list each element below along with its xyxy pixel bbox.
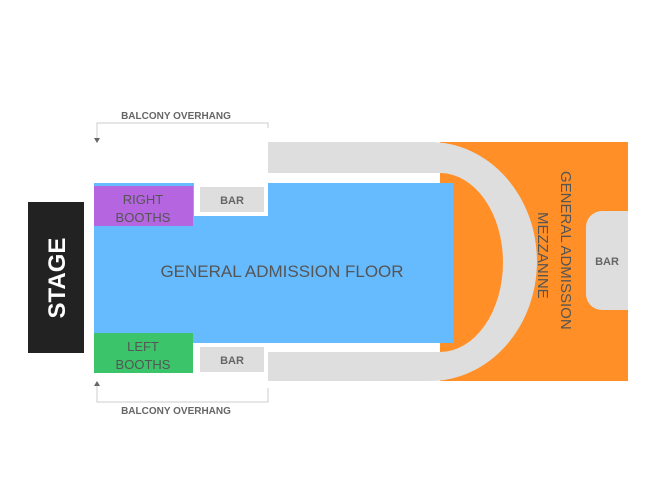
- left-booths-label-line2: BOOTHS: [116, 357, 171, 372]
- mezzanine-label-line1: GENERAL ADMISSION: [557, 171, 574, 330]
- left-booths-label-line1: LEFT: [127, 339, 159, 354]
- arrow-up-icon: [94, 381, 100, 386]
- right-booths-label-line1: RIGHT: [123, 192, 164, 207]
- mezzanine-label-line2: MEZZANINE: [534, 212, 551, 299]
- arrow-down-icon: [94, 138, 100, 143]
- section-left-booths[interactable]: LEFT BOOTHS: [94, 333, 193, 373]
- bar-top-label: BAR: [220, 195, 244, 207]
- bar-top[interactable]: BAR: [200, 187, 264, 212]
- balcony-overhang-bottom: BALCONY OVERHANG: [94, 381, 269, 417]
- walkway: [268, 142, 537, 381]
- section-right-booths[interactable]: RIGHT BOOTHS: [94, 186, 193, 226]
- stage-label: STAGE: [44, 238, 71, 319]
- bar-bottom-label: BAR: [220, 355, 244, 367]
- floor-label: GENERAL ADMISSION FLOOR: [160, 262, 403, 281]
- bar-mezzanine[interactable]: BAR: [586, 211, 628, 310]
- right-booths-label-line2: BOOTHS: [116, 210, 171, 225]
- bar-mezzanine-label: BAR: [595, 256, 619, 268]
- balcony-top-label: BALCONY OVERHANG: [121, 111, 231, 122]
- balcony-overhang-top: BALCONY OVERHANG: [94, 111, 269, 143]
- balcony-bottom-label: BALCONY OVERHANG: [121, 406, 231, 417]
- stage: STAGE: [28, 202, 84, 353]
- bar-bottom[interactable]: BAR: [200, 347, 264, 372]
